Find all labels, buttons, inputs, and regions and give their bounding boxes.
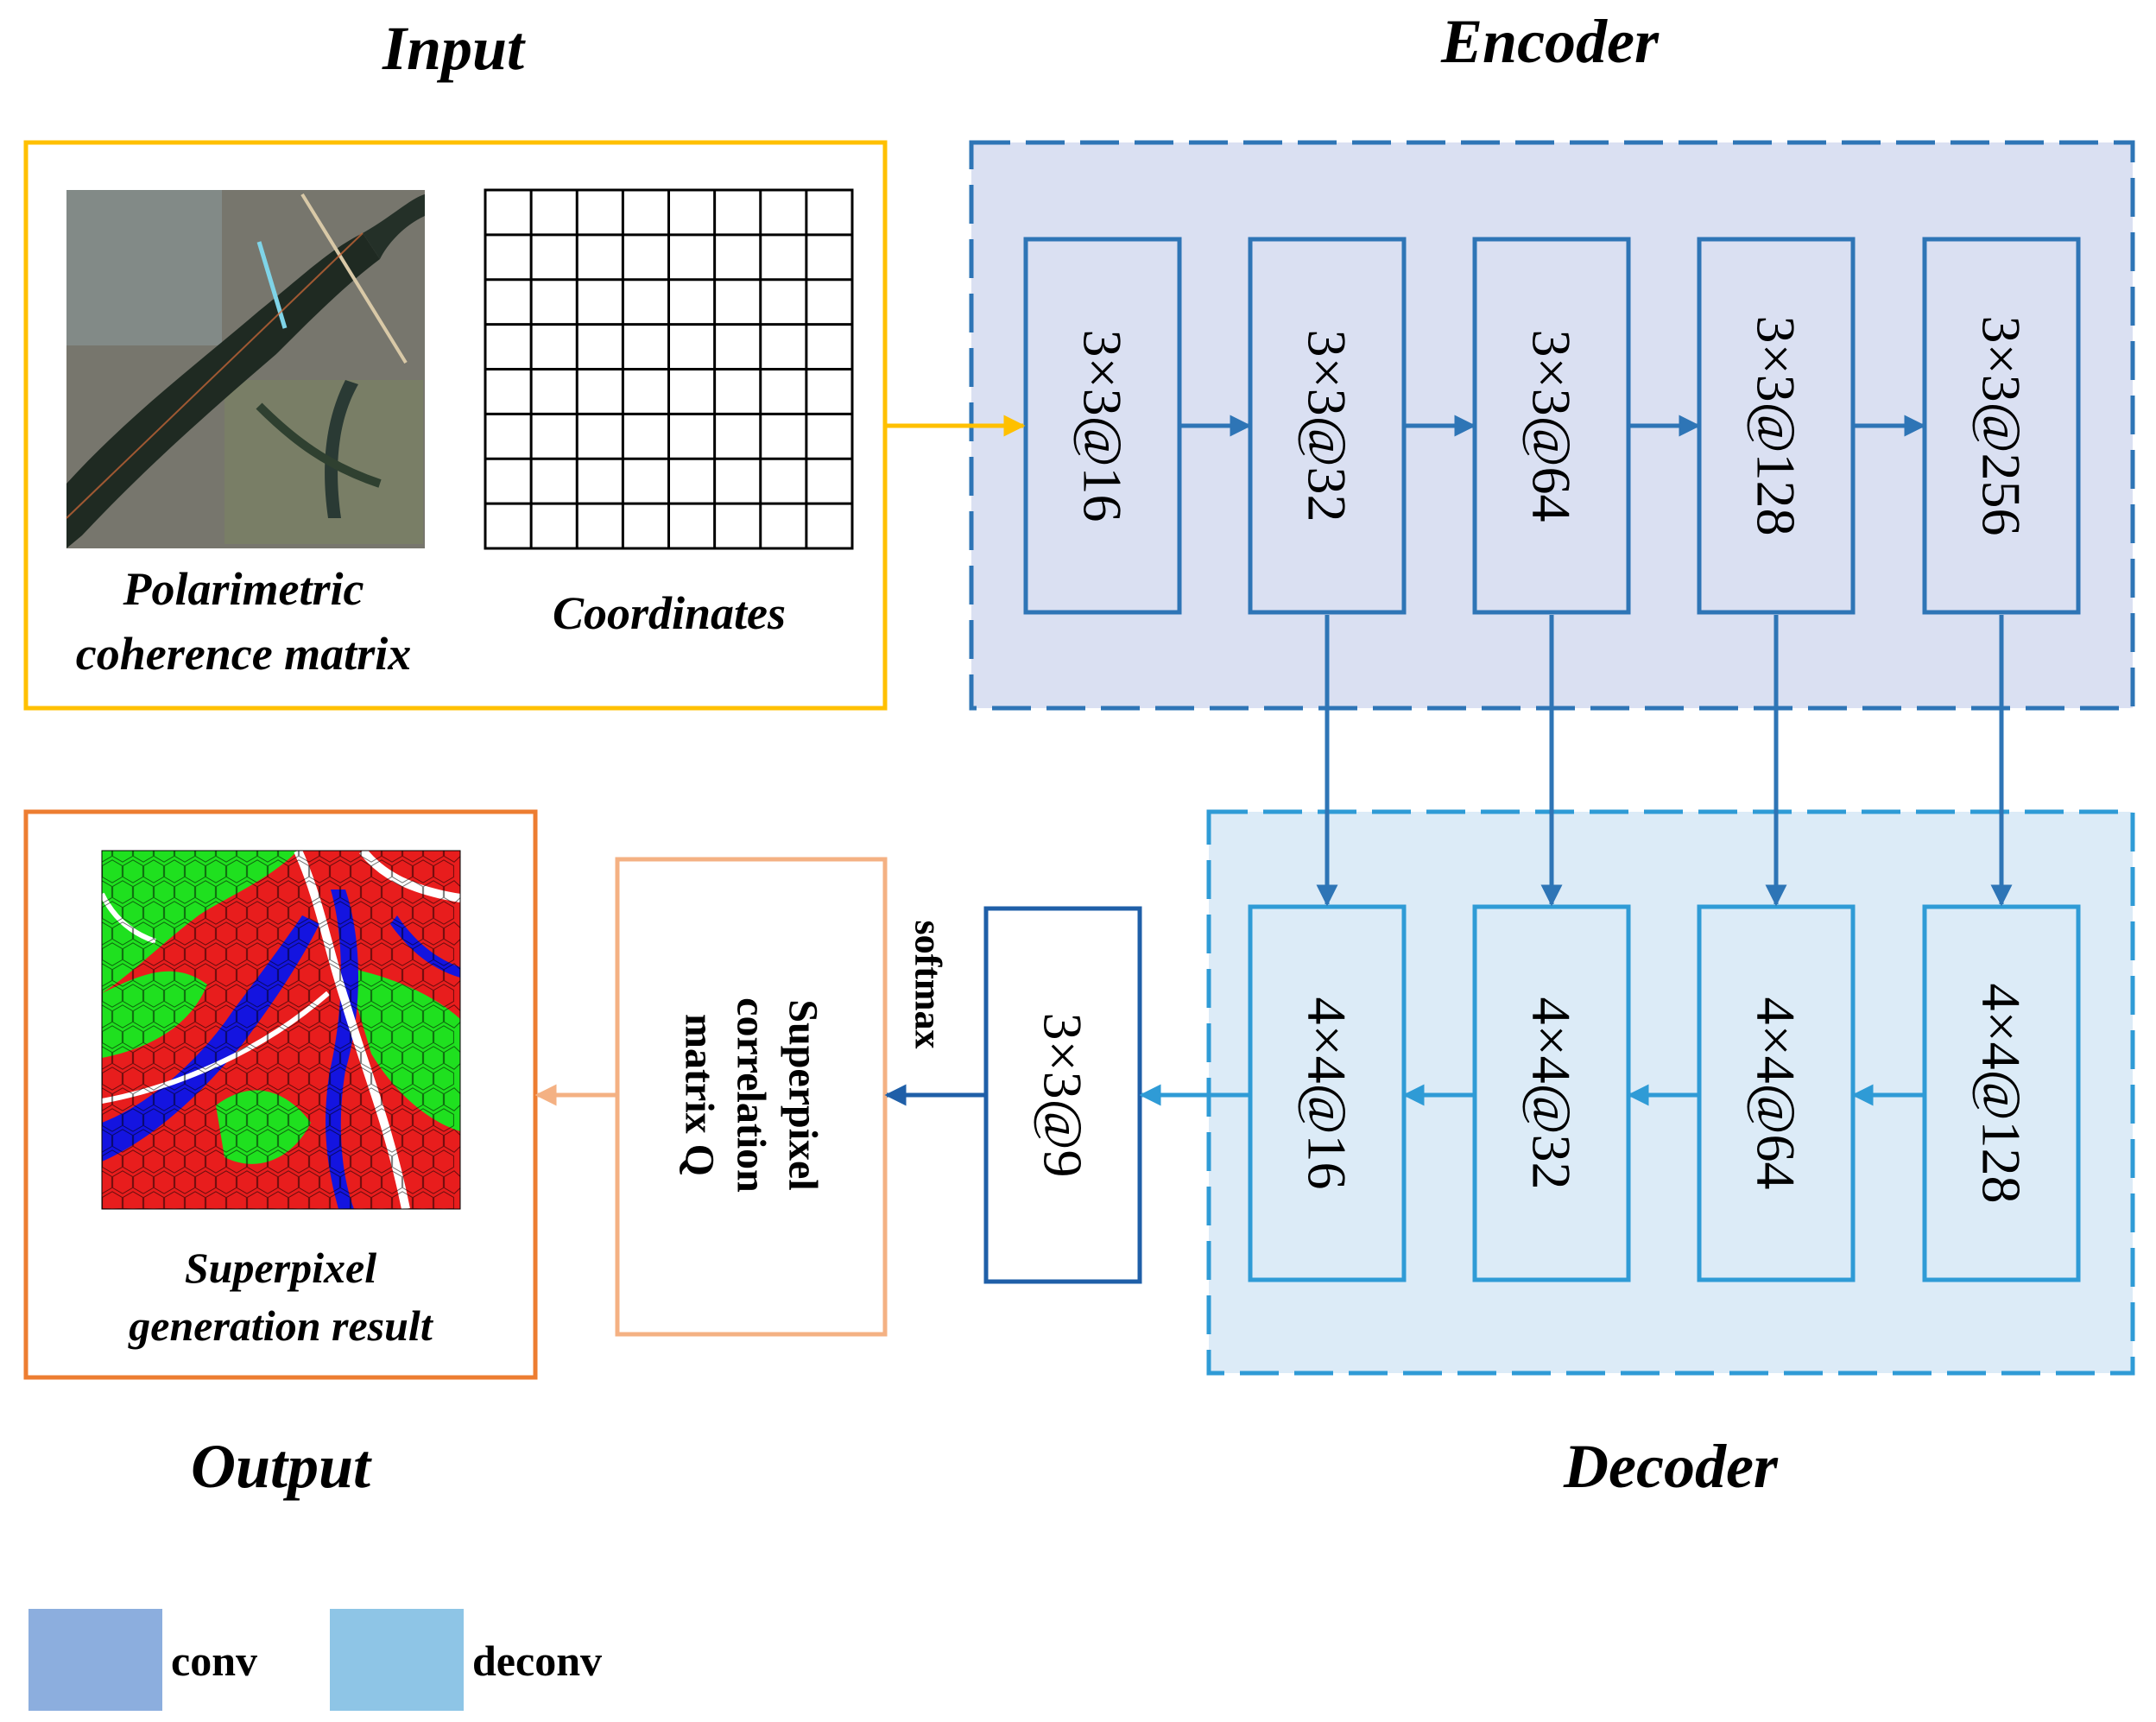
output-label-line1: Superpixel <box>185 1244 376 1292</box>
decoder-layer-label-1: 4×4@16 <box>1297 997 1358 1189</box>
encoder-layer-label-5: 3×3@256 <box>1971 315 2033 535</box>
correlation-matrix-box <box>615 857 888 1337</box>
polarimetric-image <box>66 190 425 548</box>
superpixel-result-image <box>99 847 461 1210</box>
legend-label-conv: conv <box>171 1637 257 1685</box>
decoder-layer-box-4 <box>1922 904 2081 1282</box>
encoder-layer-box-3 <box>1472 237 1631 615</box>
final-conv-box <box>983 906 1142 1284</box>
coordinates-label: Coordinates <box>553 587 786 639</box>
flow-arrows <box>534 415 2013 1106</box>
decoder-layer-label-3: 4×4@64 <box>1746 997 1807 1189</box>
legend: conv deconv <box>28 1609 602 1711</box>
decoder-layer-label-2: 4×4@32 <box>1521 997 1583 1189</box>
coordinates-grid <box>484 188 854 550</box>
legend-swatch-conv <box>28 1609 162 1711</box>
legend-label-deconv: deconv <box>472 1637 602 1685</box>
polarimetric-label-line1: Polarimetric <box>123 563 364 615</box>
encoder-layer-box-5 <box>1922 237 2081 615</box>
polarimetric-label-line2: coherence matrix <box>76 628 411 680</box>
correlation-line3: matrix Q <box>677 1014 723 1176</box>
output-title: Output <box>191 1432 372 1501</box>
encoder-layer-box-4 <box>1697 237 1856 615</box>
legend-swatch-deconv <box>330 1609 464 1711</box>
encoder-title: Encoder <box>1440 7 1660 76</box>
input-title: Input <box>382 14 526 83</box>
correlation-line1: Superpixel <box>781 999 826 1190</box>
encoder-layer-label-3: 3×3@64 <box>1521 329 1583 522</box>
correlation-line2: correlation <box>729 997 775 1193</box>
encoder-layer-label-1: 3×3@16 <box>1072 329 1134 522</box>
output-label-line2: generation result <box>128 1301 434 1350</box>
final-conv-label: 3×3@9 <box>1033 1012 1094 1177</box>
encoder-layer-label-4: 3×3@128 <box>1746 315 1807 535</box>
superpixel-boundaries <box>101 850 461 1210</box>
encoder-layer-box-1 <box>1023 237 1182 615</box>
encoder-layer-label-2: 3×3@32 <box>1297 329 1358 522</box>
decoder-layer-label-4: 4×4@128 <box>1971 983 2033 1203</box>
softmax-label: softmax <box>907 920 950 1048</box>
decoder-title: Decoder <box>1563 1432 1779 1501</box>
